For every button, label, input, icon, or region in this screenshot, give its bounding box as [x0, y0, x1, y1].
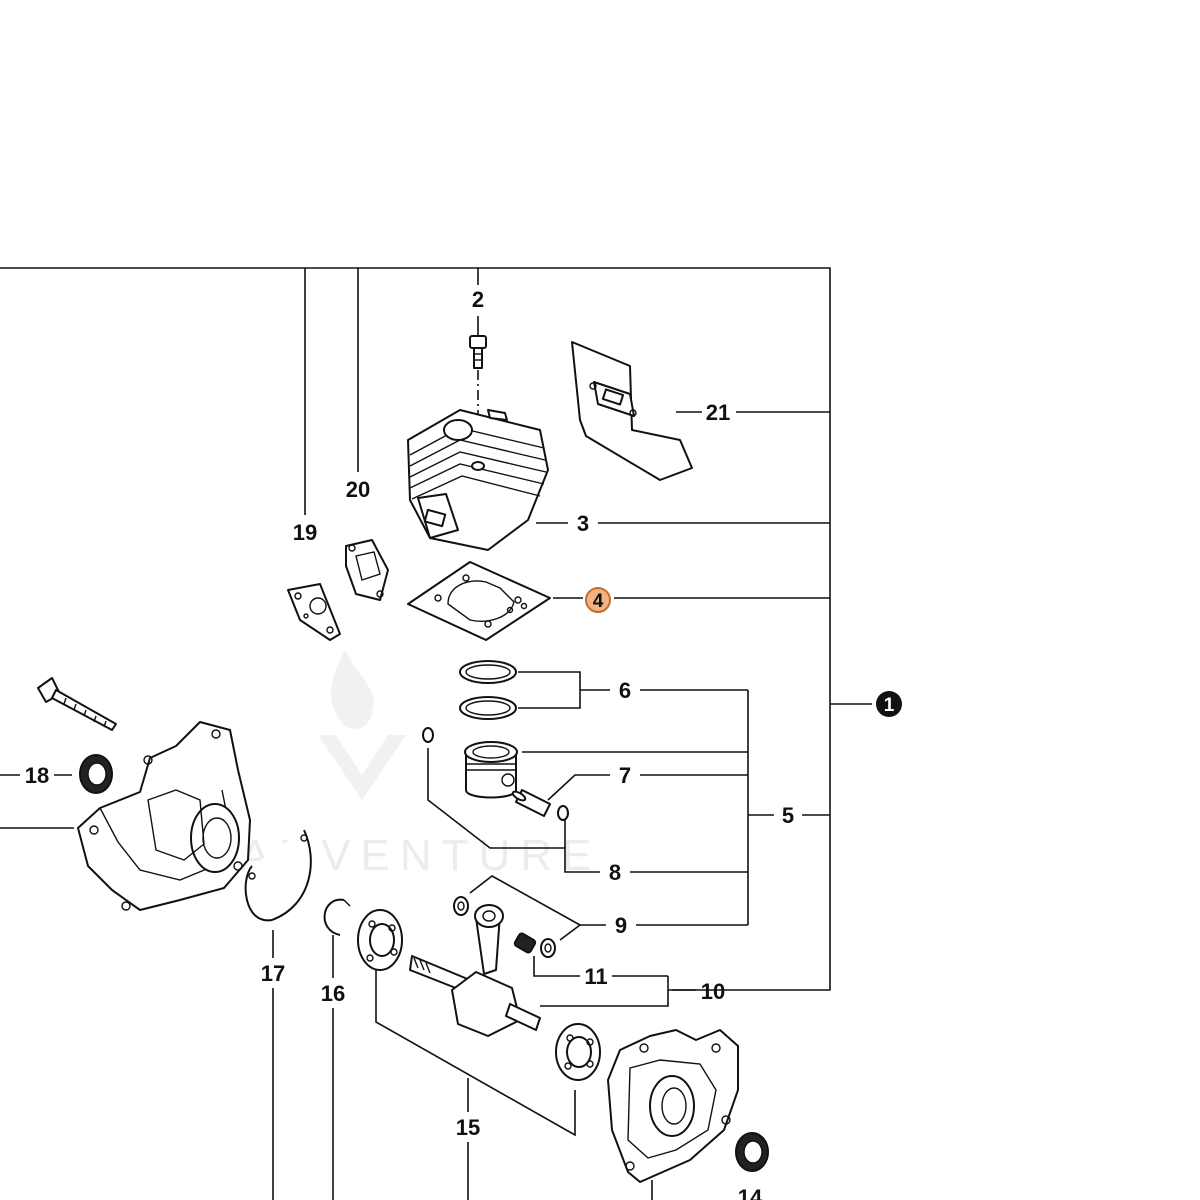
label-part-11[interactable]: 11: [584, 964, 607, 989]
base-gasket-part-4: [407, 561, 551, 641]
gasket-part-19: [287, 583, 341, 641]
crankshaft-part-10: [409, 904, 541, 1037]
assembly-badge: [876, 691, 902, 717]
bearing-part-15-a: [357, 909, 403, 971]
needle-bearing-part-11: [513, 932, 537, 954]
label-part-16[interactable]: 16: [321, 981, 345, 1006]
label-part-7[interactable]: 7: [619, 763, 631, 788]
label-part-14[interactable]: 14: [738, 1185, 763, 1200]
bearing-part-15-b: [555, 1023, 601, 1081]
long-screw-part: [37, 677, 117, 731]
cylinder-part-3: [407, 409, 549, 551]
circlip-part-16: [323, 898, 351, 936]
part-labels: 2 21 20 19 3 4 1 6 7 5 8 9 11 10 17 16 1…: [25, 287, 902, 1200]
clip-part-8-b: [557, 805, 569, 821]
label-part-8[interactable]: 8: [609, 860, 621, 885]
label-part-9[interactable]: 9: [615, 913, 627, 938]
label-part-15[interactable]: 15: [456, 1115, 480, 1140]
highlight-marker: [585, 587, 611, 613]
label-part-1-badge[interactable]: 1: [876, 691, 902, 717]
heat-shield-part-21: [571, 341, 693, 481]
washer-part-9-a: [453, 896, 469, 916]
label-part-4[interactable]: 4: [593, 591, 604, 612]
label-part-17[interactable]: 17: [261, 961, 285, 986]
crankcase-half-right: [607, 1029, 739, 1183]
crankcase-gasket-part-17: [244, 829, 312, 922]
oil-seal-part-14: [735, 1132, 769, 1172]
label-part-4-highlight[interactable]: 4: [585, 587, 611, 613]
clip-part-8-a: [422, 727, 434, 743]
label-part-1[interactable]: 1: [884, 695, 895, 716]
label-part-20[interactable]: 20: [346, 477, 370, 502]
leader-lines: [0, 267, 872, 1200]
gasket-part-20: [345, 539, 389, 601]
label-part-2[interactable]: 2: [472, 287, 484, 312]
label-part-5[interactable]: 5: [782, 803, 794, 828]
label-part-3[interactable]: 3: [577, 511, 589, 536]
piston-pin-part-7: [511, 789, 551, 817]
label-part-19[interactable]: 19: [293, 520, 317, 545]
label-part-18[interactable]: 18: [25, 763, 49, 788]
piston-rings-part-6: [459, 660, 517, 720]
bolt-part-2: [469, 335, 487, 369]
crankcase-half-left: [77, 721, 251, 911]
piston-part-7: [464, 741, 518, 799]
watermark-logo: [318, 650, 406, 800]
washer-part-9-b: [540, 938, 556, 958]
label-part-21[interactable]: 21: [706, 400, 730, 425]
label-part-6[interactable]: 6: [619, 678, 631, 703]
oil-seal-part-18: [79, 754, 113, 794]
label-part-10[interactable]: 10: [701, 979, 725, 1004]
